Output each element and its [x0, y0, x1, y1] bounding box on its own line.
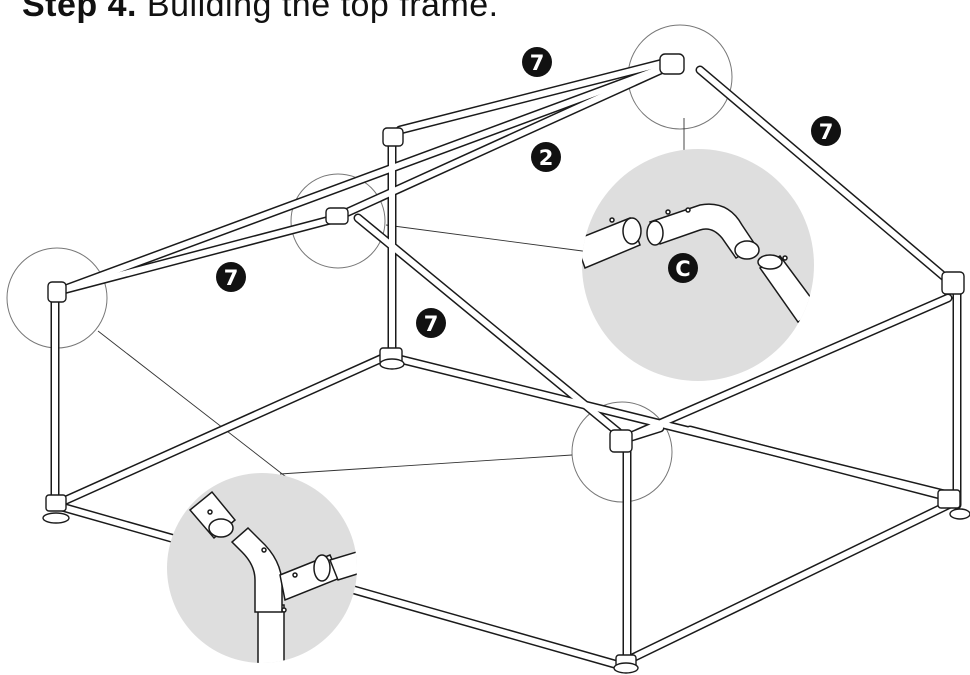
- connector-base-right: [937, 489, 961, 509]
- svg-text:7: 7: [819, 120, 834, 144]
- step-number: Step 4.: [22, 0, 137, 24]
- connector-front-left-top: [47, 281, 67, 303]
- zoom-detail-corner: [167, 473, 357, 663]
- svg-text:C: C: [675, 257, 690, 281]
- leader-lines: [97, 118, 685, 481]
- svg-text:7: 7: [424, 312, 439, 336]
- svg-text:7: 7: [224, 266, 239, 290]
- badge-c: C: [668, 253, 698, 283]
- zoom-detail-elbow-c: [582, 149, 814, 381]
- foot-plate-back: [379, 358, 405, 370]
- badge-7-left: 7: [216, 262, 246, 292]
- badge-7-right: 7: [811, 116, 841, 146]
- pipe-frame: [50, 58, 962, 670]
- connector-mid-left: [325, 207, 349, 225]
- part-badges: 7 7 2 7 7 C: [216, 47, 841, 338]
- connector-back-top: [659, 53, 685, 75]
- connector-base-left: [45, 494, 67, 512]
- foot-plate-front: [613, 662, 639, 674]
- badge-7-middle: 7: [416, 308, 446, 338]
- step-description: Building the top frame.: [136, 0, 499, 24]
- callout-circle-front-mid: [571, 401, 673, 503]
- callout-circle-mid-left: [290, 173, 386, 269]
- svg-text:2: 2: [539, 146, 554, 170]
- svg-text:7: 7: [530, 51, 545, 75]
- connector-front-mid-top: [609, 429, 633, 453]
- connector-back-left-top: [382, 127, 404, 147]
- foot-plate-left: [42, 512, 70, 524]
- connector-right-top: [941, 271, 965, 295]
- step-title: Step 4. Building the top frame.: [22, 0, 499, 25]
- foot-plates: [42, 358, 970, 674]
- connectors: [45, 53, 965, 672]
- foot-plate-right: [949, 508, 970, 520]
- badge-2: 2: [531, 142, 561, 172]
- badge-7-top: 7: [522, 47, 552, 77]
